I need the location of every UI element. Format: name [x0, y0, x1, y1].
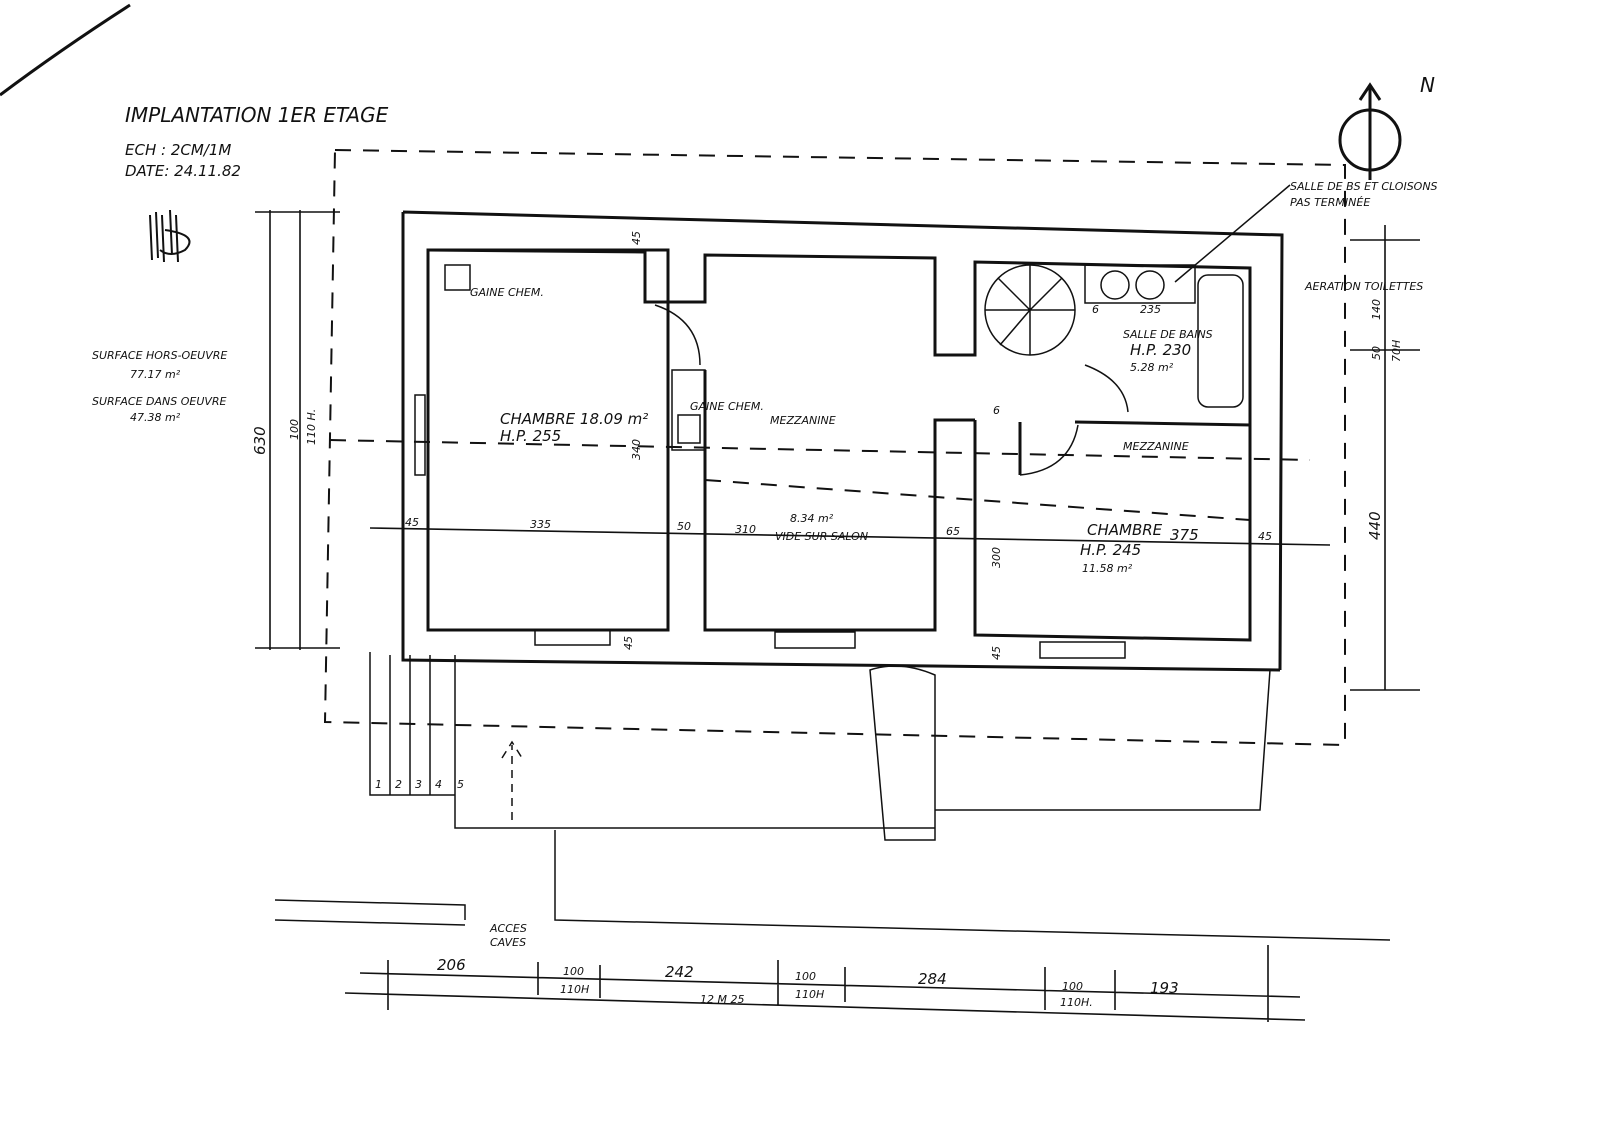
dim-bottom: 110H.	[1060, 996, 1093, 1009]
dimension-line-bottom	[344, 945, 1306, 1022]
step-number: 1	[375, 778, 382, 791]
chambre-1-hp: H.P. 255	[500, 427, 561, 445]
step-number: 4	[435, 778, 442, 791]
pen-stroke	[0, 3, 131, 97]
dim-int: 45	[405, 516, 419, 529]
step-number: 2	[395, 778, 402, 791]
dim-vertical-100: 100	[288, 419, 301, 440]
chimney-duct-1	[444, 264, 471, 291]
note-sdb-line1: SALLE DE BS ET CLOISONS	[1290, 180, 1438, 193]
door-swing-3	[1084, 364, 1129, 413]
gaine-chem-2: GAINE CHEM.	[690, 400, 764, 413]
dim-bottom: 206	[437, 956, 466, 974]
dim-int: 310	[735, 523, 756, 536]
step-number: 3	[415, 778, 422, 791]
dim-bottom: 100	[563, 965, 584, 978]
chambre-2-area: 11.58 m²	[1082, 562, 1133, 575]
door-swing-1	[654, 304, 701, 366]
chambre-2-hp: H.P. 245	[1080, 541, 1141, 559]
dim-right-70h: 70H	[1390, 340, 1403, 362]
dim-bottom: 242	[665, 963, 694, 981]
surface-hors-oeuvre-label: SURFACE HORS-OEUVRE	[92, 349, 227, 362]
dim-bottom: 100	[795, 970, 816, 983]
mezzanine-edge	[329, 439, 1311, 521]
chambre-1-label: CHAMBRE 18.09 m²	[500, 410, 648, 428]
sdb-hp: H.P. 230	[1130, 341, 1191, 359]
door-swing-2	[1019, 424, 1079, 476]
note-arrow	[1174, 184, 1291, 283]
dim-right-50: 50	[1370, 346, 1383, 360]
chimney-duct-hatch	[677, 414, 701, 444]
scale-label: ECH : 2CM/1M	[125, 141, 231, 159]
property-boundary	[323, 148, 1346, 747]
dim-vertical-630: 630	[251, 426, 269, 455]
dim-misc: 45	[990, 646, 1003, 660]
plan-title: IMPLANTATION 1ER ETAGE	[125, 103, 389, 127]
sdb-area: 5.28 m²	[1130, 361, 1174, 374]
surface-dans-oeuvre-value: 47.38 m²	[130, 411, 181, 424]
dim-int: 375	[1170, 526, 1199, 544]
exterior-stairs	[369, 652, 1271, 829]
dim-right-440: 440	[1366, 511, 1384, 540]
dimension-line-interior	[369, 527, 1331, 546]
ground-lines	[274, 830, 1391, 941]
dim-bottom: 110H	[795, 988, 824, 1001]
dim-misc: 45	[630, 231, 643, 245]
mezzanine-label-2: MEZZANINE	[1123, 440, 1189, 453]
dim-bottom: 284	[918, 970, 947, 988]
signature	[149, 209, 191, 263]
dim-misc: 300	[990, 547, 1003, 568]
vide-sur-salon-label: VIDE SUR SALON	[775, 530, 868, 543]
dim-int: 335	[530, 518, 551, 531]
dim-bottom: 193	[1150, 979, 1179, 997]
dim-int: 45	[1258, 530, 1272, 543]
stone-wall	[869, 665, 936, 841]
surface-hors-oeuvre-value: 77.17 m²	[130, 368, 181, 381]
exterior-wall	[401, 210, 1284, 672]
washbasin-counter	[1084, 264, 1196, 304]
washbasin-2	[1135, 270, 1165, 300]
dim-vertical-110h: 110 H.	[305, 409, 318, 445]
north-label: N	[1420, 73, 1435, 97]
access-caves-2: CAVES	[490, 936, 526, 949]
dim-int: 50	[677, 520, 691, 533]
dim-bottom: 100	[1062, 980, 1083, 993]
bathtub	[1197, 274, 1244, 408]
north-arrow-icon	[1338, 82, 1402, 180]
chimney-duct-2	[671, 369, 706, 451]
dim-total: 12 M 25	[700, 993, 744, 1006]
date-label: DATE: 24.11.82	[125, 162, 241, 180]
dim-misc: 235	[1140, 303, 1161, 316]
access-arrow	[501, 740, 523, 820]
step-number: 5	[457, 778, 464, 791]
windows	[414, 394, 1126, 659]
vide-area: 8.34 m²	[790, 512, 834, 525]
room-vide-salon	[703, 370, 1252, 642]
dimension-lines-vertical	[255, 210, 1420, 691]
note-sdb-line2: PAS TERMINÉE	[1290, 196, 1370, 209]
dim-vertical-340: 340	[630, 439, 643, 460]
access-caves-1: ACCES	[489, 922, 527, 935]
dim-bottom: 110H	[560, 983, 589, 996]
note-aeration: AERATION TOILETTES	[1304, 280, 1423, 293]
spiral-stair	[984, 264, 1076, 356]
gaine-chem-1: GAINE CHEM.	[470, 286, 544, 299]
dim-misc: 6	[993, 404, 1000, 417]
chambre-2-label: CHAMBRE	[1087, 521, 1163, 539]
washbasin-1	[1100, 270, 1130, 300]
mezzanine-label-1: MEZZANINE	[770, 414, 836, 427]
dim-misc: 45	[622, 636, 635, 650]
surface-dans-oeuvre-label: SURFACE DANS OEUVRE	[92, 395, 227, 408]
dim-misc: 6	[1092, 303, 1099, 316]
interior-walls	[427, 248, 1252, 475]
sdb-label: SALLE DE BAINS	[1123, 328, 1213, 341]
dim-int: 65	[946, 525, 960, 538]
dim-right-140: 140	[1370, 299, 1383, 320]
